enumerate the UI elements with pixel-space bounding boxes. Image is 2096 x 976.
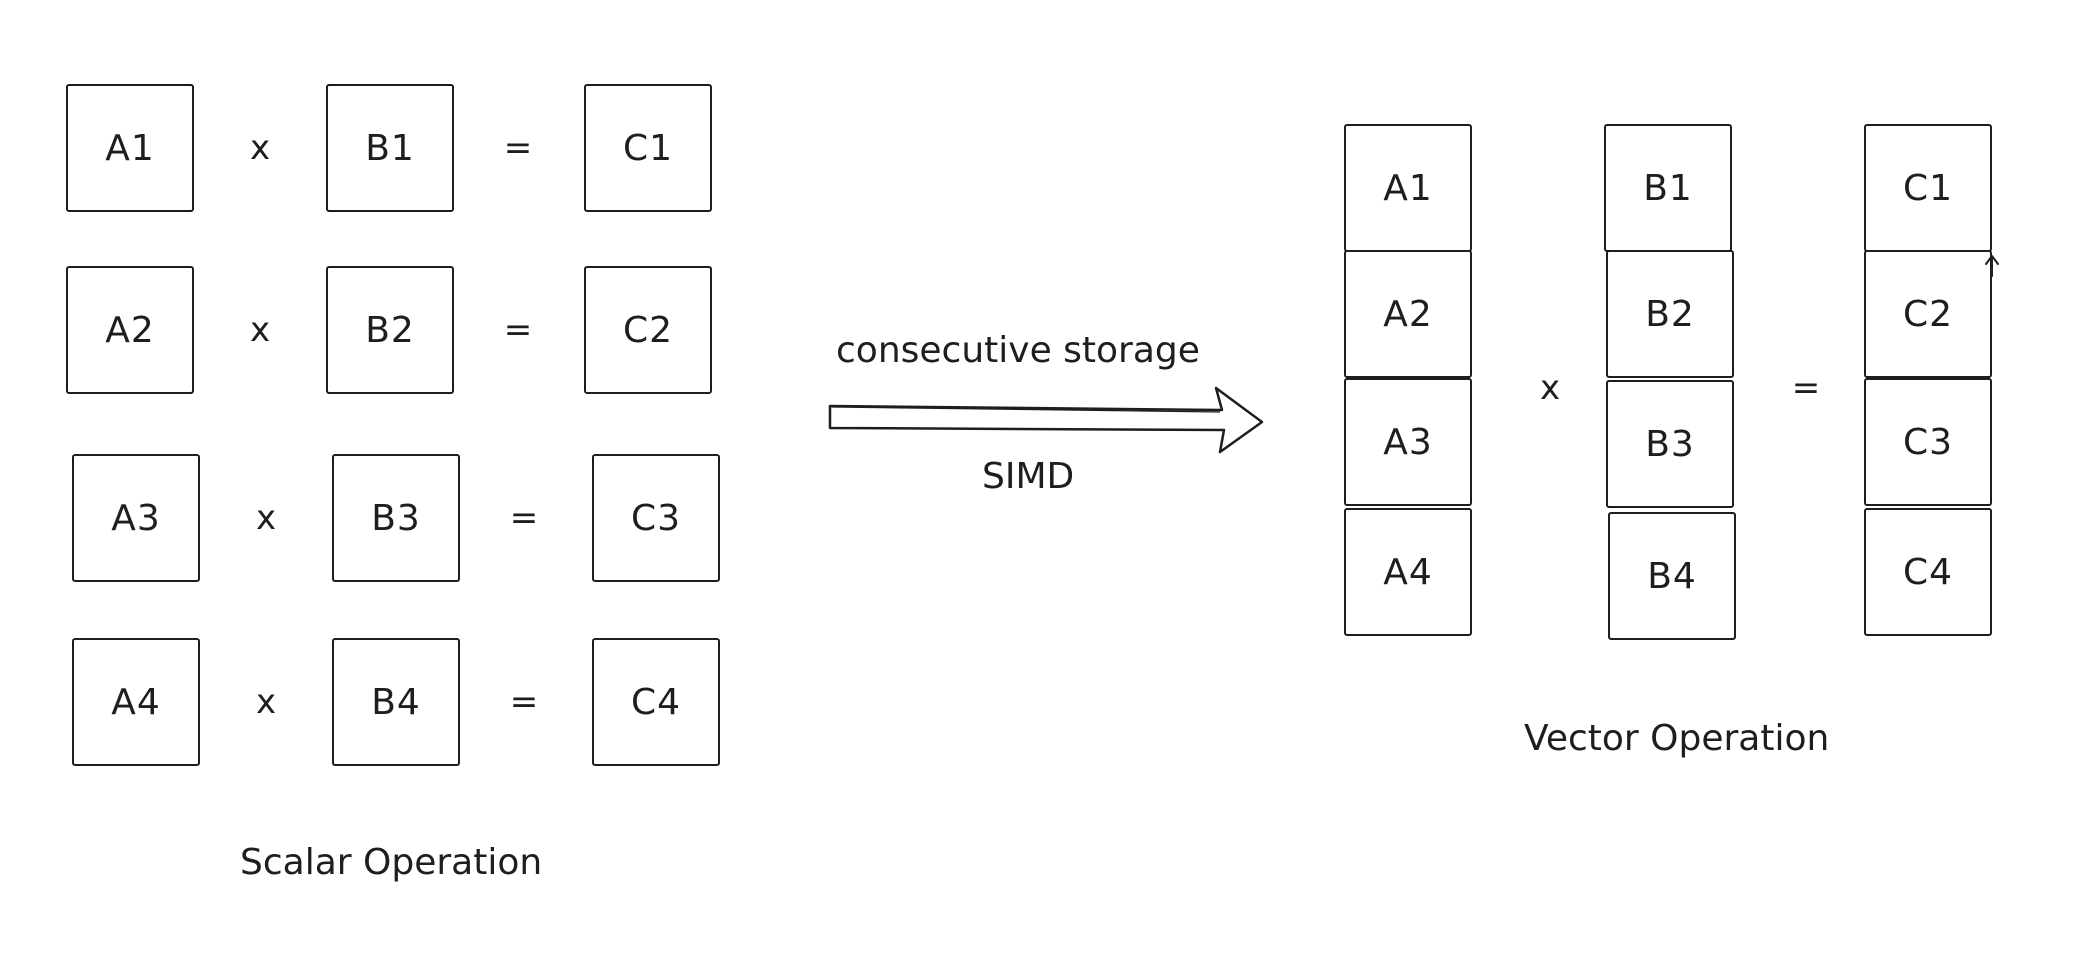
scalar-multiply-sign-1: x: [249, 128, 271, 168]
scalar-operation-caption: Scalar Operation: [240, 842, 543, 883]
scalar-equals-sign-2: =: [503, 310, 533, 350]
scalar-a2-box: A2: [66, 266, 194, 394]
vector-c3-box: C3: [1864, 378, 1992, 506]
vector-c4-box: C4: [1864, 508, 1992, 636]
scalar-c3-box: C3: [592, 454, 720, 582]
vector-b2-box: B2: [1606, 250, 1734, 378]
scalar-c1-box: C1: [584, 84, 712, 212]
scalar-b4-box: B4: [332, 638, 460, 766]
vector-operation-caption: Vector Operation: [1524, 718, 1830, 759]
vector-c2-box: C2: [1864, 250, 1992, 378]
vector-equals-sign: =: [1791, 368, 1821, 408]
vector-a1-box: A1: [1344, 124, 1472, 252]
scalar-equals-sign-1: =: [503, 128, 533, 168]
scalar-a4-box: A4: [72, 638, 200, 766]
scalar-a3-box: A3: [72, 454, 200, 582]
scalar-equals-sign-4: =: [509, 682, 539, 722]
vector-multiply-sign: x: [1539, 368, 1561, 408]
scalar-c4-box: C4: [592, 638, 720, 766]
vector-b1-box: B1: [1604, 124, 1732, 252]
vector-b4-box: B4: [1608, 512, 1736, 640]
scalar-multiply-sign-2: x: [249, 310, 271, 350]
vector-a2-box: A2: [1344, 250, 1472, 378]
consecutive-storage-label: consecutive storage: [836, 330, 1200, 371]
scalar-equals-sign-3: =: [509, 498, 539, 538]
vector-a4-box: A4: [1344, 508, 1472, 636]
scalar-multiply-sign-4: x: [255, 682, 277, 722]
vector-b3-box: B3: [1606, 380, 1734, 508]
scalar-multiply-sign-3: x: [255, 498, 277, 538]
simd-label: SIMD: [982, 456, 1075, 497]
vector-c1-box: C1: [1864, 124, 1992, 252]
scalar-b2-box: B2: [326, 266, 454, 394]
scalar-c2-box: C2: [584, 266, 712, 394]
small-up-arrow-icon: [1985, 255, 1999, 277]
scalar-a1-box: A1: [66, 84, 194, 212]
scalar-b3-box: B3: [332, 454, 460, 582]
vector-a3-box: A3: [1344, 378, 1472, 506]
right-arrow-icon: [828, 386, 1264, 454]
scalar-b1-box: B1: [326, 84, 454, 212]
